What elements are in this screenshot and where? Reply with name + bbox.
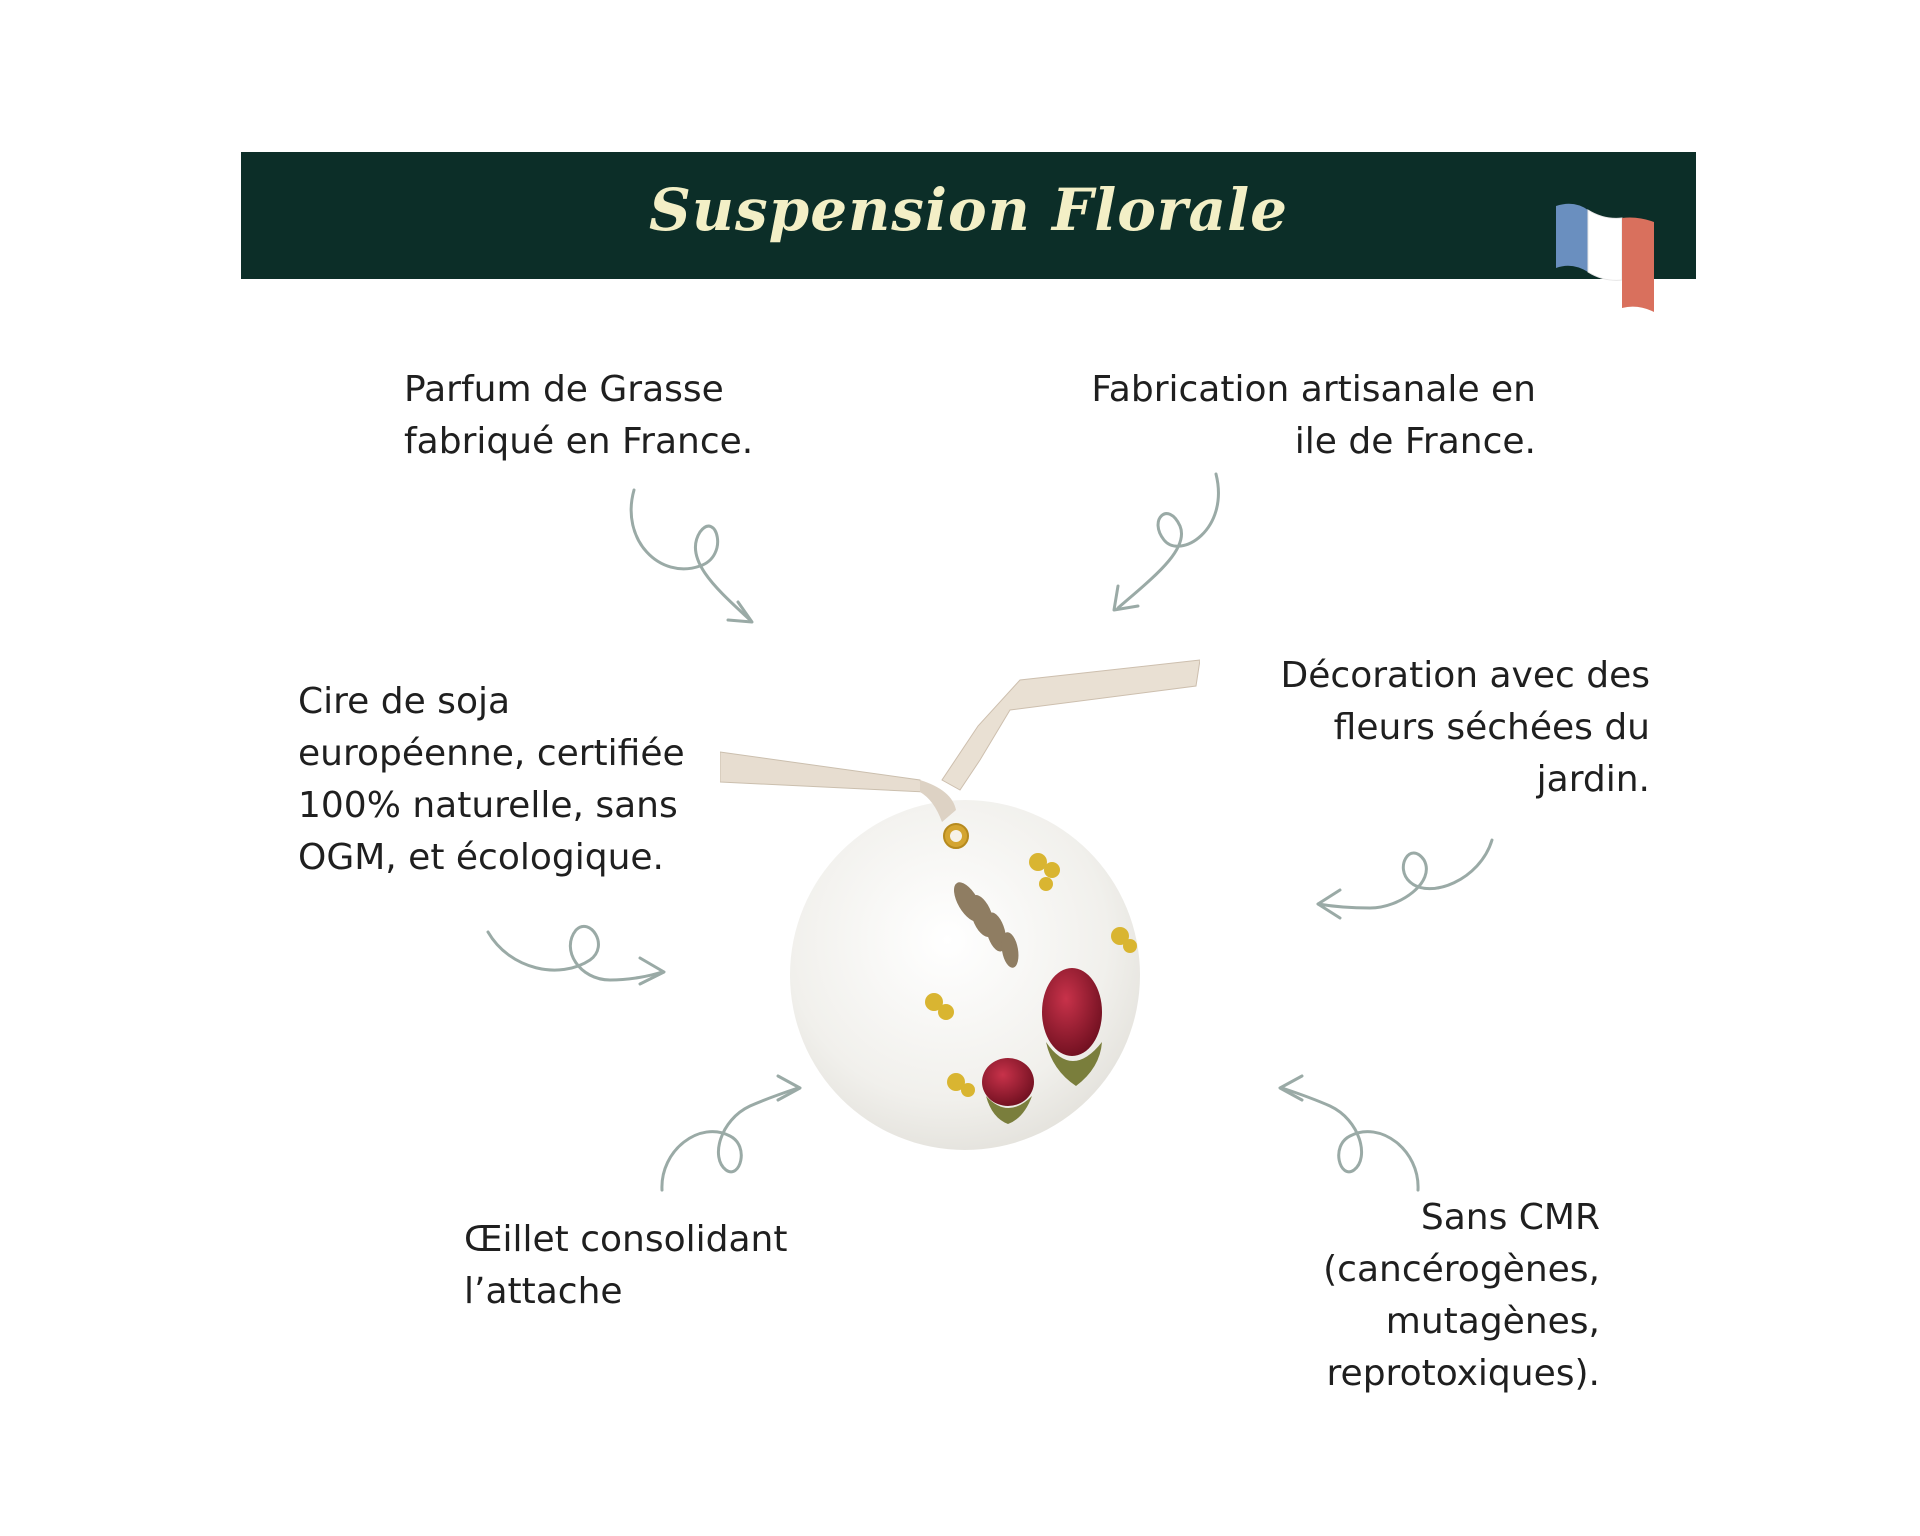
feature-line: ile de France. xyxy=(1294,421,1536,462)
feature-line: Œillet consolidant xyxy=(464,1219,788,1260)
curly-arrow-icon xyxy=(1316,838,1494,920)
feature-line: Fabrication artisanale en xyxy=(1091,369,1536,410)
feature-grasse-perfume: Parfum de Grasse fabriqué en France. xyxy=(404,364,753,468)
feature-line: (cancérogènes, xyxy=(1323,1249,1600,1290)
feature-line: mutagènes, xyxy=(1385,1301,1600,1342)
title-banner: Suspension Florale xyxy=(241,152,1696,279)
feature-eyelet: Œillet consolidant l’attache xyxy=(464,1214,788,1318)
feature-line: reprotoxiques). xyxy=(1326,1353,1600,1394)
feature-line: Sans CMR xyxy=(1420,1197,1600,1238)
feature-handmade: Fabrication artisanale en ile de France. xyxy=(1090,364,1536,468)
curly-arrow-icon xyxy=(1112,472,1220,612)
feature-dried-flowers: Décoration avec des fleurs séchées du ja… xyxy=(1240,650,1650,806)
feature-line: européenne, certifiée xyxy=(298,733,685,774)
page-title: Suspension Florale xyxy=(648,176,1289,244)
feature-line: l’attache xyxy=(464,1271,623,1312)
france-flag-icon xyxy=(1556,203,1654,312)
feature-line: fabriqué en France. xyxy=(404,421,754,462)
product-image xyxy=(720,659,1200,1150)
feature-line: OGM, et écologique. xyxy=(298,837,664,878)
curly-arrow-icon xyxy=(486,925,666,986)
feature-soy-wax: Cire de soja européenne, certifiée 100% … xyxy=(298,676,685,884)
feature-line: jardin. xyxy=(1536,759,1650,800)
feature-line: fleurs séchées du xyxy=(1333,707,1650,748)
feature-line: 100% naturelle, sans xyxy=(298,785,678,826)
feature-line: Parfum de Grasse xyxy=(404,369,724,410)
feature-line: Décoration avec des xyxy=(1280,655,1650,696)
feature-line: Cire de soja xyxy=(298,681,511,722)
curly-arrow-icon xyxy=(660,1074,802,1192)
feature-cmr-free: Sans CMR (cancérogènes, mutagènes, repro… xyxy=(1240,1192,1600,1400)
curly-arrow-icon xyxy=(1278,1074,1420,1192)
curly-arrow-icon xyxy=(629,488,754,624)
